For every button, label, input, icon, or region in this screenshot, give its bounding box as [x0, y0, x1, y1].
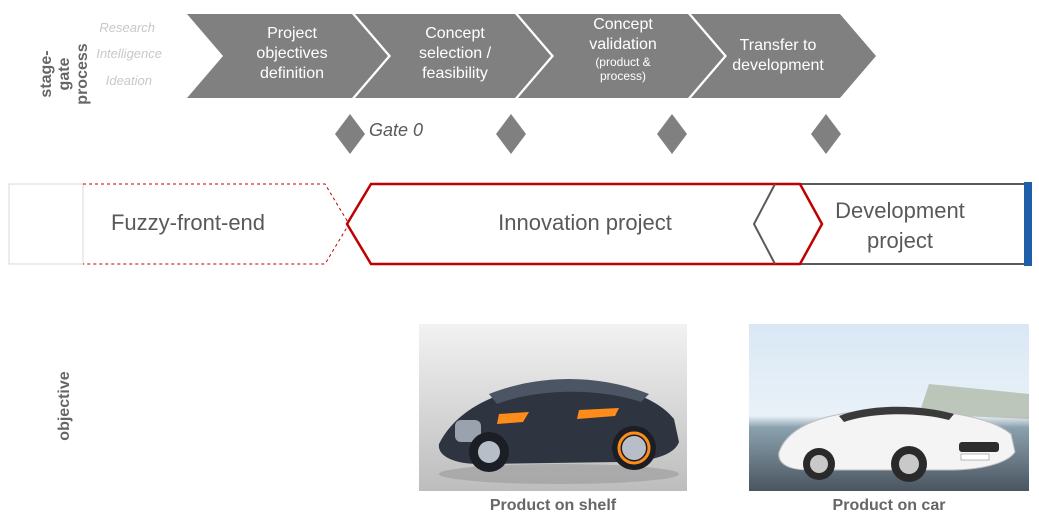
roadster-icon: [778, 384, 1029, 482]
product-on-car-image: [749, 324, 1029, 491]
pre-phase-intelligence: Intelligence: [96, 46, 162, 61]
pre-phase-research: Research: [99, 20, 155, 35]
stage-chevron-2: [355, 14, 551, 98]
stage-chevron-4: [691, 14, 876, 98]
gate-diamond-0: [335, 114, 365, 154]
stage-1-text: Project objectives definition: [256, 25, 328, 82]
stage-3-text: Concept validation (product & process): [589, 16, 657, 83]
phase-bar: [8, 182, 1032, 266]
gate-0-label: Gate 0: [369, 120, 424, 140]
gates: [335, 114, 841, 154]
development-accent-bar: [1024, 182, 1032, 266]
stage-chevrons: [187, 14, 876, 98]
innovation-project-label: Innovation project: [498, 210, 672, 235]
fuzzy-front-end-label: Fuzzy-front-end: [110, 210, 266, 235]
gate-diamond-3: [811, 114, 841, 154]
innovation-grey-tip: [752, 183, 776, 265]
development-project-label: Development project: [835, 198, 965, 253]
innovation-project-shape: [345, 182, 824, 266]
stage-4-text: Transfer to development: [732, 37, 824, 74]
product-on-car-caption: Product on car: [832, 497, 946, 514]
pre-phase-ideation: Ideation: [105, 73, 152, 88]
gate-diamond-2: [657, 114, 687, 154]
product-on-shelf-image: [419, 324, 687, 491]
concept-car-icon: [438, 379, 679, 484]
fuzzy-front-end-shape: [8, 183, 84, 265]
stage-chevron-3: [518, 14, 724, 98]
stage-chevron-1: [187, 14, 388, 98]
objective-label: objective: [56, 371, 73, 441]
stage-2-text: Concept selection / feasibility: [418, 25, 492, 82]
gate-diamond-1: [496, 114, 526, 154]
product-on-shelf-caption: Product on shelf: [489, 497, 617, 514]
